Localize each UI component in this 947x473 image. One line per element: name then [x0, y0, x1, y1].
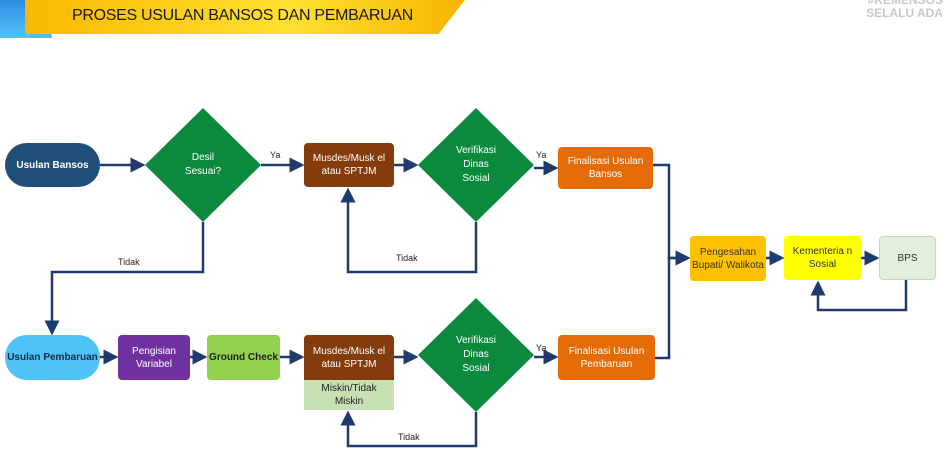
usulan-bansos-node: Usulan Bansos	[5, 143, 100, 187]
desil-label: Desil Sesuai?	[184, 152, 222, 177]
ya-label: Ya	[270, 150, 281, 160]
finalisasi-bansos-node: Finalisasi Usulan Bansos	[558, 147, 653, 189]
miskin-tidak-miskin-note: Miskin/Tidak Miskin	[304, 380, 394, 410]
musdes-node-2: Musdes/Musk el atau SPTJM	[304, 335, 394, 380]
bps-node: BPS	[879, 236, 936, 280]
tidak-label: Tidak	[396, 253, 418, 263]
title-banner	[25, 0, 465, 34]
usulan-pembaruan-node: Usulan Pembaruan	[5, 335, 100, 380]
verifikasi-label: Verifikasi Dinas Sosial	[455, 335, 496, 374]
ya-label: Ya	[536, 343, 547, 353]
ya-label: Ya	[536, 150, 547, 160]
desil-decision: Desil Sesuai?	[145, 108, 261, 222]
tidak-label: Tidak	[398, 432, 420, 442]
ground-check-node: Ground Check	[207, 335, 280, 380]
page-title: PROSES USULAN BANSOS DAN PEMBARUAN	[72, 7, 413, 24]
verifikasi-decision-1: Verifikasi Dinas Sosial	[418, 108, 534, 222]
kementerian-sosial-node: Kementeria n Sosial	[784, 236, 861, 280]
verifikasi-decision-2: Verifikasi Dinas Sosial	[418, 298, 534, 412]
pengesahan-node: Pengesahan Bupati/ Walikota	[690, 236, 766, 281]
tidak-label: Tidak	[118, 257, 140, 267]
pengisian-variabel-node: Pengisian Variabel	[118, 335, 190, 380]
verifikasi-label: Verifikasi Dinas Sosial	[455, 145, 496, 184]
finalisasi-pembaruan-node: Finalisasi Usulan Pembaruan	[558, 335, 655, 380]
musdes-node-1: Musdes/Musk el atau SPTJM	[304, 143, 394, 187]
